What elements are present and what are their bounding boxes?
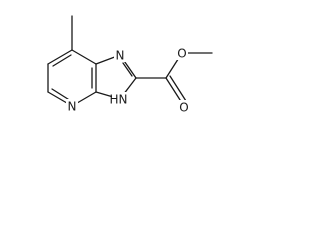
bond-n1-c2-inner <box>122 62 133 77</box>
atom-o-carbonyl-label: O <box>179 101 188 115</box>
bond-carbonyl-o-double <box>169 75 187 102</box>
atom-n4-label: N <box>68 100 77 114</box>
atom-n3-label: N <box>119 93 128 107</box>
atom-o-carbonyl: O <box>178 100 190 115</box>
atom-n3-h-label: H <box>109 93 118 107</box>
atom-n1: N <box>114 48 126 63</box>
atom-o-ester-label: O <box>177 47 186 61</box>
molecule-drawing: N N H N O O <box>47 15 213 115</box>
bond-c6-c7-inner <box>52 54 72 67</box>
atom-n1-label: N <box>116 49 125 63</box>
atom-n4: N <box>66 99 78 114</box>
structure-diagram: N N H N O O <box>0 0 238 134</box>
bond-c7-c7a <box>71 49 97 65</box>
atom-n3h: H N <box>109 92 128 107</box>
bond-carbonyl-o <box>165 77 183 104</box>
atom-o-ester: O <box>176 46 188 61</box>
bond-c6-c7 <box>47 49 73 65</box>
